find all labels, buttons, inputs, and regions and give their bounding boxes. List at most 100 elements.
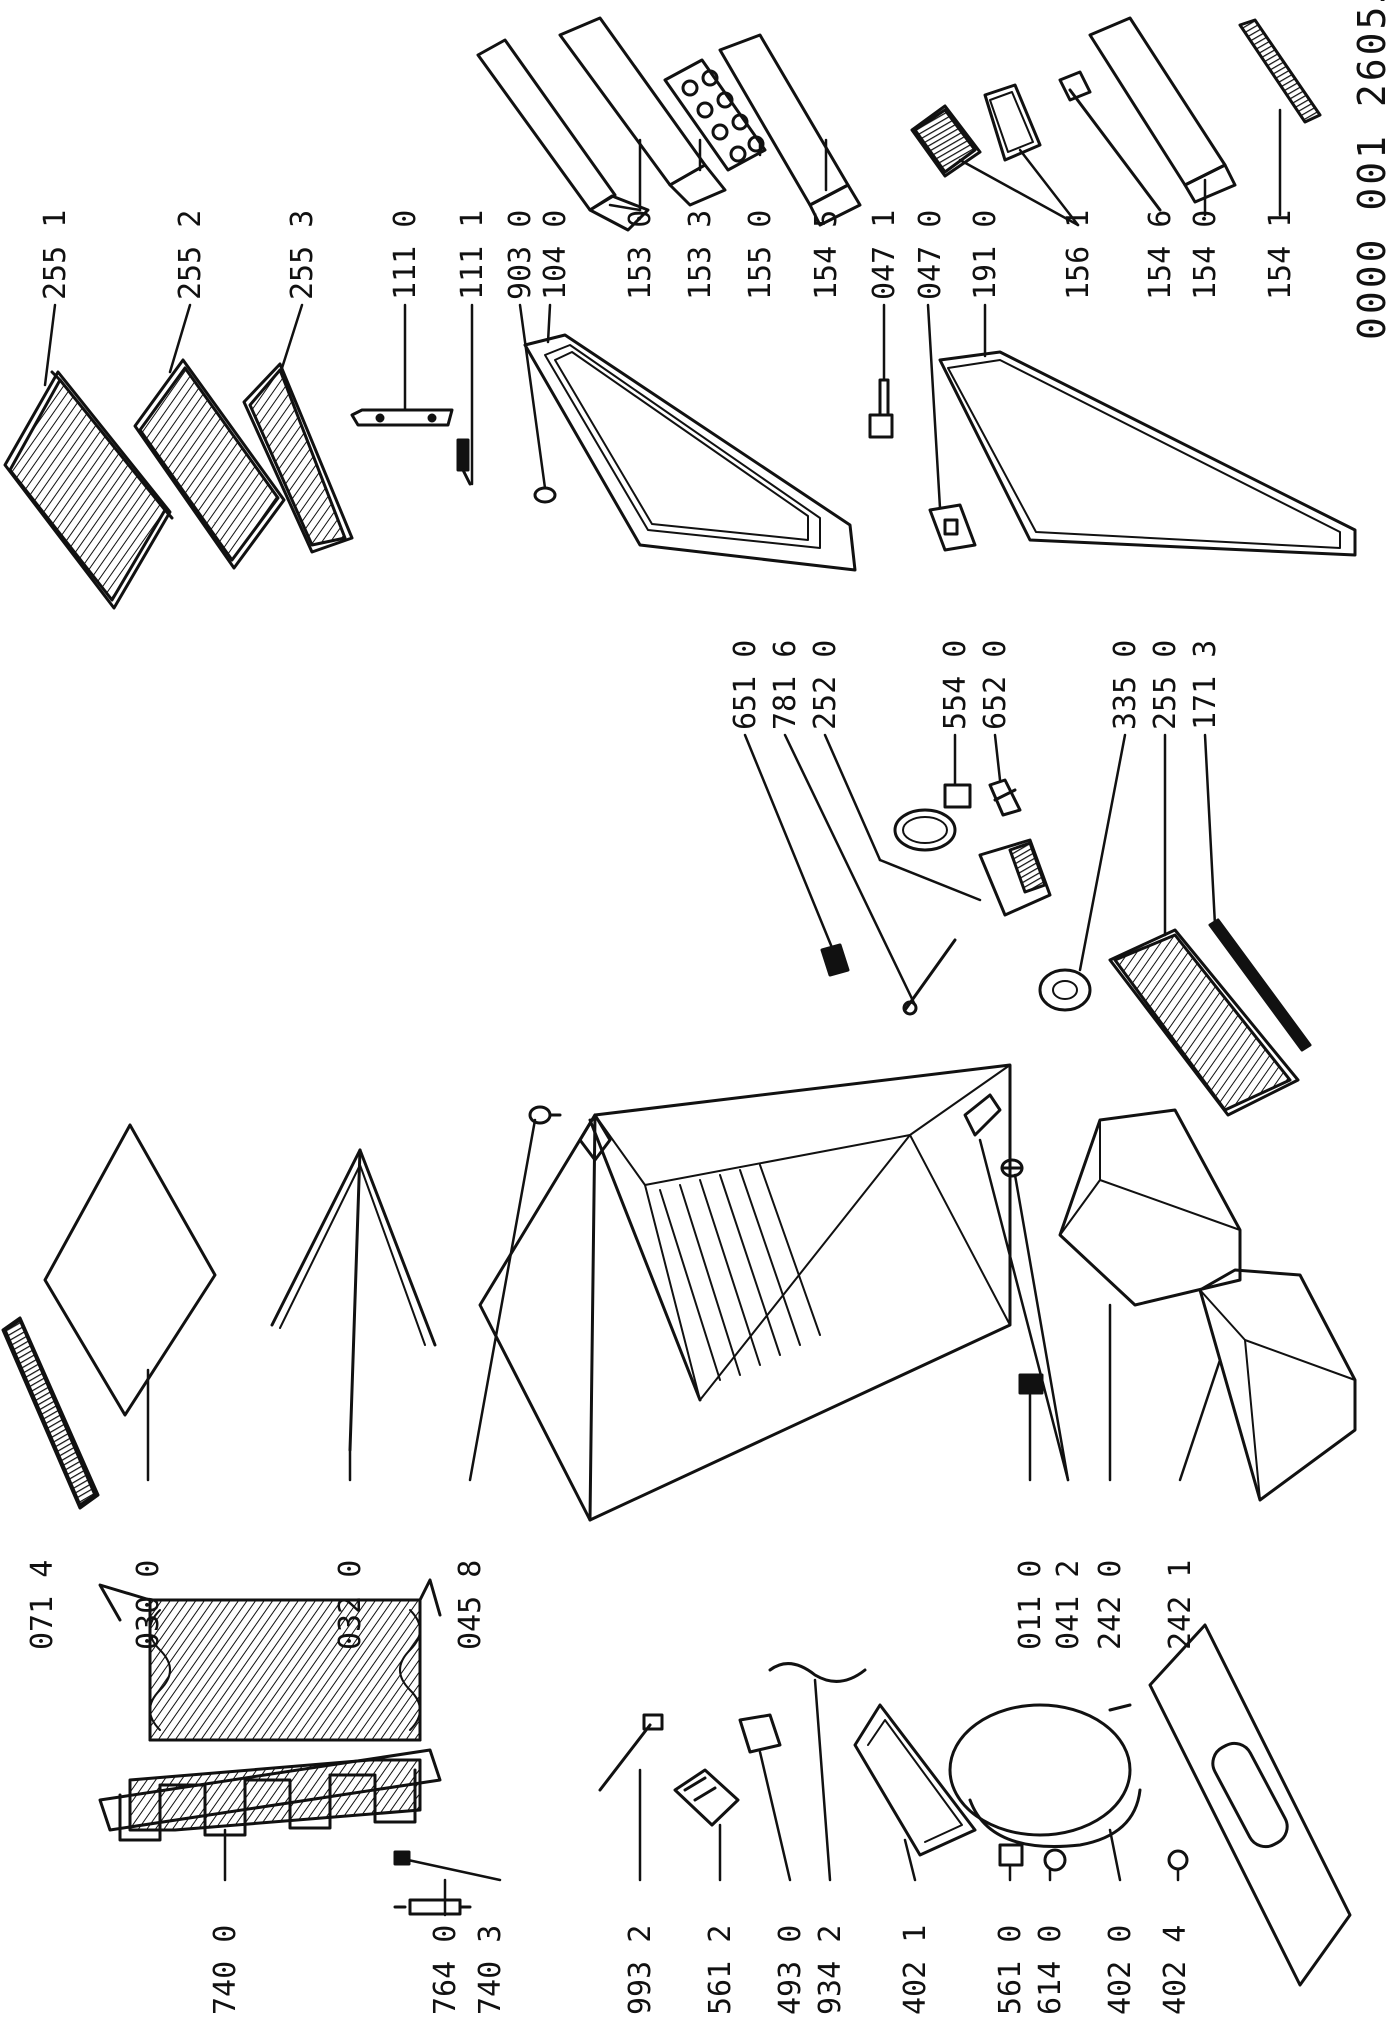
clip-154-6 — [1058, 70, 1162, 212]
label-740-3: 740 3 — [473, 1925, 508, 2015]
label-255-1: 255 1 — [38, 210, 73, 300]
pin-903-0 — [533, 486, 557, 504]
label-993-2: 993 2 — [623, 1925, 658, 2015]
foot-011-0 — [1018, 1373, 1044, 1395]
leader-242-1 — [1178, 1358, 1222, 1482]
screw-111-1 — [456, 438, 472, 486]
block-493-0 — [738, 1713, 782, 1754]
rail-111-0 — [350, 408, 454, 427]
label-171-3: 171 3 — [1188, 640, 1223, 730]
label-335-0: 335 0 — [1108, 640, 1143, 730]
leader-934-2 — [813, 1678, 832, 1882]
leader-652-0 — [993, 733, 1002, 782]
bottle-shelf-154-5 — [718, 33, 862, 227]
switch-554-0 — [943, 783, 972, 809]
label-242-0: 242 0 — [1093, 1560, 1128, 1650]
shelf-255-2 — [133, 358, 286, 570]
leader-255-2 — [168, 303, 192, 374]
label-652-0: 652 0 — [978, 640, 1013, 730]
crisper-242-1 — [1198, 1268, 1357, 1502]
leader-104-0 — [546, 303, 552, 344]
leader-335-0 — [1078, 733, 1127, 972]
label-071-4: 071 4 — [25, 1560, 60, 1650]
leader-156-1-a — [958, 158, 1080, 227]
shelf-255-1 — [3, 370, 174, 610]
compressor-402-0 — [948, 1703, 1142, 1849]
label-561-0: 561 0 — [993, 1925, 1028, 2015]
bar-154-1 — [1238, 18, 1322, 124]
door-shelf-153-3 — [558, 16, 727, 207]
label-493-0: 493 0 — [773, 1925, 808, 2015]
label-402-1: 402 1 — [898, 1925, 933, 2015]
frame-032-0 — [270, 1148, 437, 1452]
label-402-0: 402 0 — [1103, 1925, 1138, 2015]
bottom-band-labels: 740 0 764 0 740 3 993 2 561 2 493 0 934 … — [208, 1925, 1193, 2015]
leader-651-0 — [743, 733, 837, 957]
cover-156-1-b — [983, 83, 1042, 162]
egg-tray-155-0 — [663, 58, 767, 172]
label-154-5: 154 5 — [809, 210, 844, 300]
worktop-030-0 — [43, 1123, 217, 1417]
label-934-2: 934 2 — [813, 1925, 848, 2015]
leader-255-1 — [43, 303, 57, 387]
screw-045-8 — [528, 1105, 562, 1125]
label-111-1: 111 1 — [455, 210, 490, 300]
leader-493-0 — [758, 1750, 792, 1882]
label-047-0: 047 0 — [913, 210, 948, 300]
door-frame-104-0 — [523, 333, 857, 572]
top-band-labels: 255 1 255 2 255 3 111 0 111 1 903 0 104 … — [38, 210, 1298, 300]
label-047-1: 047 1 — [867, 210, 902, 300]
condenser-740-0 — [98, 1578, 442, 1842]
label-242-1: 242 1 — [1163, 1560, 1198, 1650]
label-561-2: 561 2 — [703, 1925, 738, 2015]
door-shelf-153-0 — [476, 38, 650, 232]
label-155-0: 155 0 — [743, 210, 778, 300]
bottle-shelf-154-0 — [1088, 16, 1237, 204]
relay-561-2 — [673, 1768, 740, 1827]
leader-156-1-b — [1018, 148, 1080, 227]
label-154-6: 154 6 — [1143, 210, 1178, 300]
leader-041-2-b — [1013, 1173, 1070, 1482]
label-554-0: 554 0 — [938, 640, 973, 730]
label-104-0: 104 0 — [538, 210, 573, 300]
leader-153-0 — [608, 203, 642, 212]
rod-781-6 — [902, 938, 957, 1016]
leader-045-8 — [468, 1118, 537, 1482]
drier-764-0 — [393, 1898, 472, 1916]
shelf-255-3 — [242, 362, 354, 554]
hinge-047-1 — [868, 378, 894, 439]
label-154-0: 154 0 — [1188, 210, 1223, 300]
label-614-0: 614 0 — [1033, 1925, 1068, 2015]
leader-252-0 — [823, 733, 882, 862]
leader-041-2 — [978, 1138, 1070, 1482]
dial-335-0 — [1038, 968, 1092, 1012]
label-154-1: 154 1 — [1263, 210, 1298, 300]
label-764-0: 764 0 — [428, 1925, 463, 2015]
crisper-242-0 — [1058, 1108, 1242, 1307]
knob-651-0 — [820, 943, 850, 977]
thermal-probe-993-2 — [598, 1713, 664, 1792]
label-781-6: 781 6 — [768, 640, 803, 730]
label-402-4: 402 4 — [1158, 1925, 1193, 2015]
leader-402-0 — [1108, 1828, 1122, 1882]
leader-781-6 — [783, 733, 917, 1007]
middle-band-labels: 651 0 781 6 252 0 554 0 652 0 335 0 255 … — [728, 640, 1223, 730]
cabinet-shelf-ribs — [659, 1164, 821, 1381]
label-153-3: 153 3 — [683, 210, 718, 300]
label-041-2: 041 2 — [1051, 1560, 1086, 1650]
leader-047-0 — [926, 303, 942, 510]
cover-156-1-a — [910, 104, 982, 178]
label-255-2: 255 2 — [173, 210, 208, 300]
label-255-3: 255 3 — [285, 210, 320, 300]
grommet-614-0 — [1043, 1848, 1067, 1872]
bolt-402-4 — [1167, 1849, 1189, 1871]
label-252-0: 252 0 — [808, 640, 843, 730]
label-011-0: 011 0 — [1013, 1560, 1048, 1650]
leader-171-3 — [1203, 733, 1217, 927]
leader-255-3 — [280, 303, 304, 370]
label-651-0: 651 0 — [728, 640, 763, 730]
base-plate — [1148, 1623, 1352, 1987]
label-255-0: 255 0 — [1148, 640, 1183, 730]
thermostat-housing-252-0 — [978, 838, 1052, 917]
